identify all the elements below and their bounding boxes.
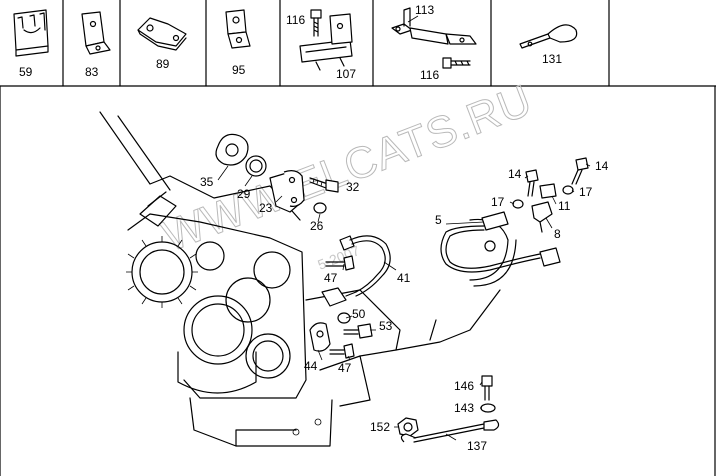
callout-53: 53	[379, 319, 393, 333]
callout-17: 17	[579, 185, 593, 199]
part-44-sensor[interactable]	[309, 322, 331, 352]
callout-5: 5	[435, 213, 442, 227]
callout-17: 17	[491, 195, 505, 209]
part-113-number: 113	[415, 3, 434, 17]
callout-26: 26	[310, 219, 324, 233]
part-17-washer[interactable]	[562, 185, 574, 195]
part-89-plate-illustration[interactable]	[137, 17, 187, 51]
part-95-number: 95	[232, 63, 246, 77]
part-32-bolt[interactable]	[309, 177, 339, 193]
callout-152: 152	[370, 420, 390, 434]
part-41-sensor-cable[interactable]	[321, 235, 391, 307]
callout-35: 35	[200, 175, 214, 189]
part-116-bolt-illustration[interactable]	[310, 9, 322, 37]
part-116-bolt-illustration[interactable]	[442, 57, 471, 69]
part-143-washer[interactable]	[480, 403, 496, 413]
header-strip: 59 83 89 95	[0, 0, 716, 87]
part-59-number: 59	[19, 65, 33, 79]
callout-50: 50	[352, 307, 366, 321]
part-35-gasket[interactable]	[215, 133, 249, 166]
part-53-bolt[interactable]	[343, 323, 373, 339]
part-107-number: 107	[336, 67, 356, 81]
callout-23: 23	[259, 201, 273, 215]
callout-14: 14	[508, 167, 522, 181]
part-47-bolt[interactable]	[325, 255, 355, 271]
callout-143: 143	[454, 401, 474, 415]
part-8-sensor[interactable]	[531, 201, 553, 233]
part-152-nut[interactable]	[397, 417, 419, 437]
part-107-bracket-illustration[interactable]	[299, 13, 353, 71]
callout-47: 47	[324, 271, 338, 285]
part-5-wiring-harness[interactable]	[440, 211, 561, 273]
part-29-seal-ring[interactable]	[245, 155, 267, 177]
pulley	[183, 295, 253, 365]
part-14-bolt[interactable]	[525, 169, 539, 197]
part-116-number: 116	[286, 13, 305, 27]
drawing-frame	[0, 85, 716, 476]
part-17-washer[interactable]	[512, 199, 524, 209]
callout-41: 41	[397, 271, 411, 285]
callout-29: 29	[237, 187, 251, 201]
part-89-number: 89	[156, 57, 170, 71]
part-146-bolt[interactable]	[481, 375, 493, 401]
watermark-small-text: 5-2007	[315, 242, 362, 273]
callout-11: 11	[558, 199, 571, 213]
part-137-ground-strap[interactable]	[400, 419, 500, 443]
callout-8: 8	[554, 227, 561, 241]
callout-137: 137	[467, 439, 487, 453]
part-95-bracket-illustration[interactable]	[225, 9, 251, 49]
part-83-number: 83	[85, 65, 99, 79]
callout-44: 44	[304, 359, 318, 373]
part-131-number: 131	[542, 52, 562, 66]
part-113-bracket-illustration[interactable]	[391, 7, 477, 45]
timing-gear	[131, 241, 193, 303]
callout-labels: 35 29 23 32 26 47 41 50 53 44 47 5 14 14…	[200, 159, 609, 453]
engine-assembly-illustration	[99, 111, 517, 447]
part-131-clamp-illustration[interactable]	[519, 24, 578, 49]
part-11-sensor[interactable]	[539, 183, 557, 199]
watermark-text: WWW.ELCATS.RU	[156, 75, 539, 261]
part-50-washer[interactable]	[337, 312, 351, 324]
callout-32: 32	[346, 180, 360, 194]
part-116-number: 116	[420, 68, 439, 82]
callout-leaders	[217, 163, 591, 441]
callout-47: 47	[338, 361, 352, 375]
part-23-sensor-housing[interactable]	[269, 170, 305, 213]
part-26-washer[interactable]	[313, 202, 327, 214]
part-47-bolt[interactable]	[329, 343, 355, 359]
part-14-bolt[interactable]	[571, 157, 589, 185]
callout-146: 146	[454, 379, 474, 393]
part-59-clip-illustration[interactable]	[13, 9, 49, 57]
callout-14: 14	[595, 159, 609, 173]
part-83-bracket-illustration[interactable]	[81, 11, 111, 55]
